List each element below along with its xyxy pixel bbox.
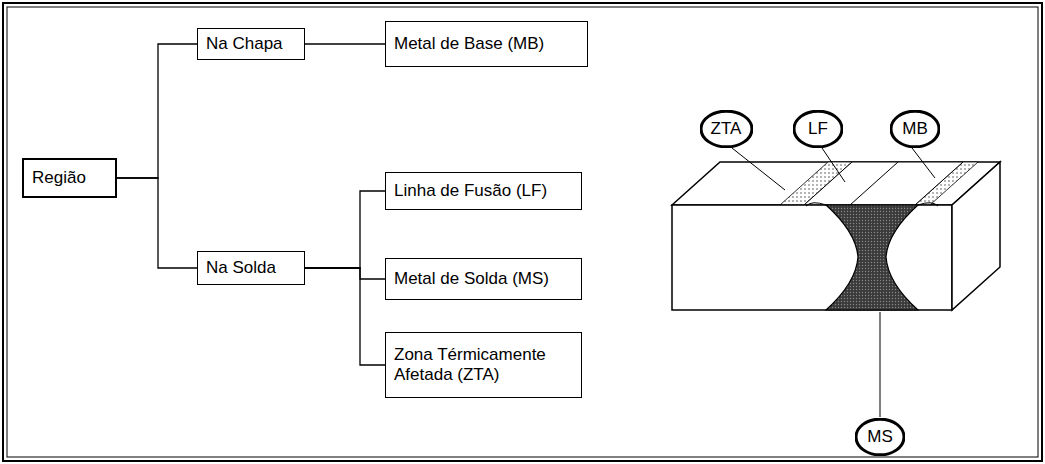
leader-line [732, 148, 785, 190]
weld-reinforcement [806, 203, 938, 206]
inner-frame [7, 7, 1038, 457]
callout-ellipse [856, 419, 904, 455]
callout-ellipse [701, 111, 752, 147]
box-label: Metal de Base (MB) [394, 34, 544, 54]
tree-connector [117, 178, 197, 268]
region-box: Na Chapa [197, 28, 305, 60]
callout-label: LF [808, 119, 828, 139]
outer-frame [3, 3, 1042, 461]
callout-circle: LF [793, 110, 843, 148]
region-box: Metal de Solda (MS) [385, 258, 582, 300]
callout-circle: MB [890, 110, 940, 148]
callout-circle: MS [855, 418, 905, 456]
box-label: Zona Térmicamente Afetada (ZTA) [394, 345, 573, 385]
box-label: Na Chapa [206, 34, 283, 54]
plate-front [672, 205, 952, 310]
region-box: Zona Térmicamente Afetada (ZTA) [385, 332, 582, 398]
weld-metal [826, 205, 918, 310]
tree-connector [305, 43, 385, 44]
region-box: Metal de Base (MB) [385, 21, 588, 67]
callout-label: ZTA [711, 119, 742, 139]
callout-ellipse [794, 111, 842, 147]
weld-bead-top [804, 162, 963, 205]
leader-line [822, 148, 845, 182]
tree-connector [117, 44, 197, 178]
callout-label: MS [867, 427, 893, 447]
leader-line [912, 148, 935, 178]
box-label: Região [32, 168, 86, 188]
tree-connector [305, 191, 385, 268]
box-label: Na Solda [206, 258, 276, 278]
fusion-line [850, 162, 898, 205]
callout-ellipse [891, 111, 939, 147]
leader-line [880, 312, 881, 417]
region-box: Na Solda [197, 251, 305, 285]
callout-label: MB [902, 119, 928, 139]
callout-circle: ZTA [700, 110, 753, 148]
plate-side [952, 162, 1000, 310]
region-box: Linha de Fusão (LF) [385, 172, 582, 210]
box-label: Metal de Solda (MS) [394, 269, 549, 289]
region-box: Região [22, 158, 117, 198]
tree-connector [305, 268, 385, 279]
box-label: Linha de Fusão (LF) [394, 181, 547, 201]
tree-connector [305, 268, 385, 365]
